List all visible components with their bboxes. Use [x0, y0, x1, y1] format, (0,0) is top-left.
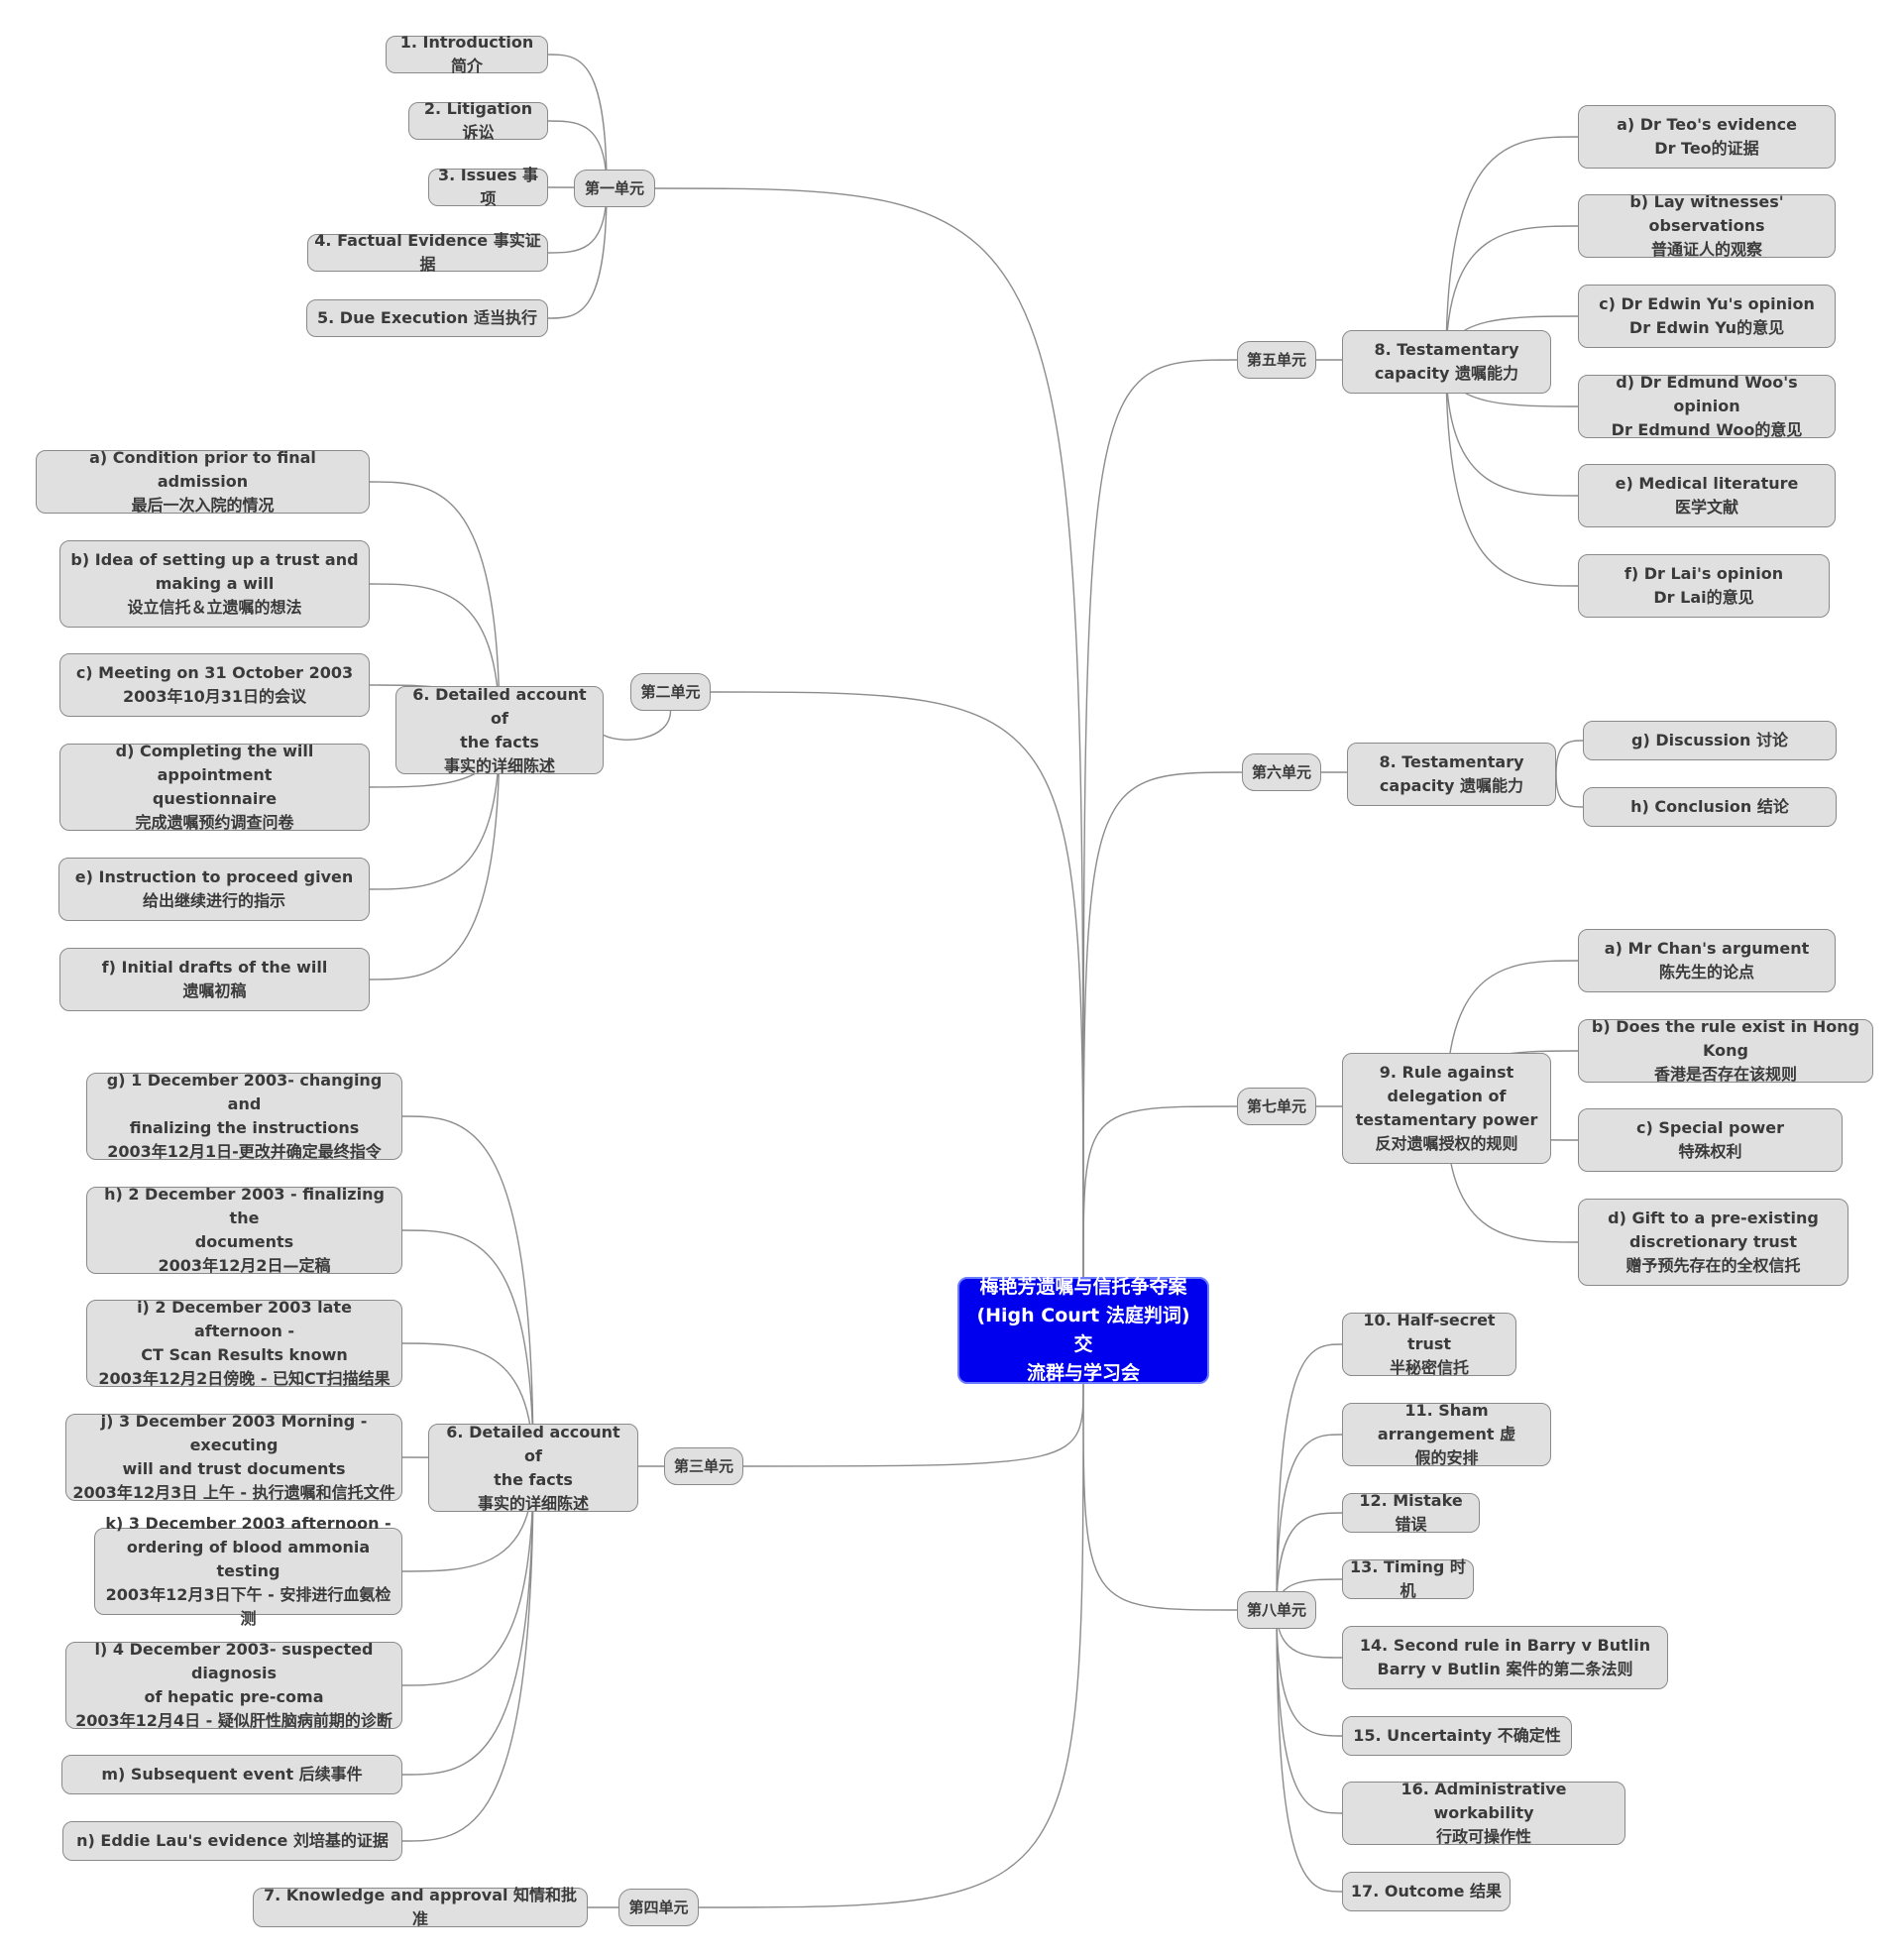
facts-a-condition-prior-admission[interactable]: a) Condition prior to final admission 最后… — [36, 448, 370, 515]
edge-unit-8-label-topic-uncertainty — [1276, 1609, 1343, 1737]
delegation-d-gift-to-trust[interactable]: d) Gift to a pre-existing discretionary … — [1578, 1199, 1848, 1286]
unit-7-hub-rule-against-delegation[interactable]: 9. Rule against delegation of testamenta… — [1342, 1053, 1551, 1164]
facts-f-initial-drafts[interactable]: f) Initial drafts of the will 遗嘱初稿 — [59, 948, 370, 1011]
unit-4-label[interactable]: 第四单元 — [618, 1889, 699, 1926]
unit-6-label[interactable]: 第六单元 — [1242, 753, 1321, 791]
edge-unit-6-hub-testamentary-capacity-capacity-g-discussion — [1555, 740, 1584, 775]
unit-5-label[interactable]: 第五单元 — [1237, 341, 1316, 379]
unit-3-hub-detailed-facts[interactable]: 6. Detailed account of the facts 事实的详细陈述 — [428, 1423, 638, 1513]
edge-unit-1-label-topic-factual-evidence — [547, 187, 608, 254]
edge-unit-5-hub-testamentary-capacity-capacity-e-medical-literature — [1445, 361, 1579, 497]
facts-m-subsequent-event[interactable]: m) Subsequent event 后续事件 — [61, 1755, 402, 1794]
facts-n-eddie-lau-evidence[interactable]: n) Eddie Lau's evidence 刘培基的证据 — [62, 1821, 402, 1861]
edge-root-unit-6-label — [1082, 771, 1243, 1278]
unit-8-label[interactable]: 第八单元 — [1237, 1591, 1316, 1629]
edge-unit-3-hub-detailed-facts-facts-m-subsequent-event — [401, 1467, 534, 1776]
edge-unit2-hub — [603, 710, 672, 741]
edge-unit-3-hub-detailed-facts-facts-n-eddie-lau-evidence — [401, 1467, 534, 1842]
topic-litigation[interactable]: 2. Litigation 诉讼 — [408, 99, 548, 142]
edge-unit-5-hub-testamentary-capacity-capacity-f-dr-lai-opinion — [1445, 361, 1579, 587]
facts-c-meeting-31-oct-2003[interactable]: c) Meeting on 31 October 2003 2003年10月31… — [59, 653, 370, 717]
edge-root-unit-5-label — [1082, 359, 1238, 1278]
facts-b-trust-and-will-idea[interactable]: b) Idea of setting up a trust and making… — [59, 540, 370, 628]
edge-unit-5-hub-testamentary-capacity-capacity-b-lay-witnesses — [1445, 225, 1579, 363]
topic-second-rule-barry-v-butlin[interactable]: 14. Second rule in Barry v Butlin Barry … — [1342, 1626, 1668, 1689]
delegation-a-mr-chan-argument[interactable]: a) Mr Chan's argument 陈先生的论点 — [1578, 929, 1836, 992]
edge-root-unit-8-label — [1082, 1383, 1238, 1611]
facts-g-1-dec-2003[interactable]: g) 1 December 2003- changing and finaliz… — [86, 1071, 402, 1161]
edge-unit-2-hub-detailed-facts-facts-a-condition-prior-admission — [369, 481, 501, 731]
capacity-f-dr-lai-opinion[interactable]: f) Dr Lai's opinion Dr Lai的意见 — [1578, 554, 1830, 618]
edge-unit-8-label-topic-mistake — [1276, 1512, 1343, 1611]
topic-mistake[interactable]: 12. Mistake 错误 — [1342, 1491, 1480, 1534]
capacity-c-dr-edwin-yu[interactable]: c) Dr Edwin Yu's opinion Dr Edwin Yu的意见 — [1578, 285, 1836, 348]
edge-root-unit-2-label — [710, 691, 1084, 1278]
edge-root-unit-7-label — [1082, 1105, 1238, 1278]
edge-unit-1-label-topic-litigation — [547, 120, 608, 189]
topic-administrative-workability[interactable]: 16. Administrative workability 行政可操作性 — [1342, 1780, 1625, 1846]
edge-unit-3-hub-detailed-facts-facts-l-4-dec-2003 — [401, 1467, 534, 1686]
capacity-a-dr-teo-evidence[interactable]: a) Dr Teo's evidence Dr Teo的证据 — [1578, 105, 1836, 169]
topic-timing[interactable]: 13. Timing 时机 — [1342, 1557, 1474, 1600]
edge-root-unit-4-label — [698, 1383, 1084, 1908]
topic-knowledge-and-approval[interactable]: 7. Knowledge and approval 知情和批准 — [253, 1886, 588, 1928]
facts-l-4-dec-2003[interactable]: l) 4 December 2003- suspected diagnosis … — [65, 1640, 402, 1730]
topic-outcome[interactable]: 17. Outcome 结果 — [1342, 1872, 1511, 1911]
edge-root-unit-3-label — [742, 1383, 1084, 1467]
edge-unit-8-label-topic-outcome — [1276, 1609, 1343, 1893]
unit-6-hub-testamentary-capacity[interactable]: 8. Testamentary capacity 遗嘱能力 — [1347, 743, 1556, 806]
facts-h-2-dec-2003[interactable]: h) 2 December 2003 - finalizing the docu… — [86, 1185, 402, 1275]
facts-e-instruction-to-proceed[interactable]: e) Instruction to proceed given 给出继续进行的指… — [58, 858, 370, 921]
edge-unit-3-hub-detailed-facts-facts-g-1-dec-2003 — [401, 1115, 534, 1468]
edge-unit-3-hub-detailed-facts-facts-h-2-dec-2003 — [401, 1229, 534, 1468]
capacity-g-discussion[interactable]: g) Discussion 讨论 — [1583, 721, 1837, 760]
unit-3-label[interactable]: 第三单元 — [664, 1447, 743, 1485]
edge-unit-8-label-topic-administrative-workability — [1276, 1609, 1343, 1814]
unit-5-hub-testamentary-capacity[interactable]: 8. Testamentary capacity 遗嘱能力 — [1342, 330, 1551, 394]
edge-unit-1-label-topic-due-execution — [547, 187, 608, 319]
edge-unit-5-hub-testamentary-capacity-capacity-a-dr-teo-evidence — [1445, 136, 1579, 363]
delegation-b-rule-in-hong-kong[interactable]: b) Does the rule exist in Hong Kong 香港是否… — [1578, 1017, 1873, 1084]
capacity-d-dr-edmund-woo[interactable]: d) Dr Edmund Woo's opinion Dr Edmund Woo… — [1578, 373, 1836, 439]
facts-j-3-dec-2003-morning[interactable]: j) 3 December 2003 Morning - executing w… — [65, 1412, 402, 1502]
unit-7-label[interactable]: 第七单元 — [1237, 1088, 1316, 1125]
unit-2-hub-detailed-facts[interactable]: 6. Detailed account of the facts 事实的详细陈述 — [395, 685, 604, 775]
edge-unit-8-label-topic-sham-arrangement — [1276, 1434, 1343, 1611]
topic-due-execution[interactable]: 5. Due Execution 适当执行 — [306, 299, 548, 337]
facts-i-2-dec-2003-ct-scan[interactable]: i) 2 December 2003 late afternoon - CT S… — [86, 1298, 402, 1388]
delegation-c-special-power[interactable]: c) Special power 特殊权利 — [1578, 1108, 1843, 1172]
topic-sham-arrangement[interactable]: 11. Sham arrangement 虚 假的安排 — [1342, 1401, 1551, 1467]
edge-unit-6-hub-testamentary-capacity-capacity-h-conclusion — [1555, 773, 1584, 808]
capacity-e-medical-literature[interactable]: e) Medical literature 医学文献 — [1578, 464, 1836, 527]
root-topic[interactable]: 梅艳芳遗嘱与信托争夺案 (High Court 法庭判词) 交 流群与学习会 — [957, 1276, 1209, 1384]
edge-unit-8-label-topic-half-secret-trust — [1276, 1343, 1343, 1611]
edge-unit-2-hub-detailed-facts-facts-e-instruction-to-proceed — [369, 730, 501, 890]
unit-1-label[interactable]: 第一单元 — [574, 170, 655, 207]
edge-unit-2-hub-detailed-facts-facts-b-trust-and-will-idea — [369, 583, 501, 731]
capacity-h-conclusion[interactable]: h) Conclusion 结论 — [1583, 787, 1837, 827]
facts-k-3-dec-2003-afternoon[interactable]: k) 3 December 2003 afternoon - ordering … — [94, 1514, 402, 1628]
capacity-b-lay-witnesses[interactable]: b) Lay witnesses' observations 普通证人的观察 — [1578, 192, 1836, 259]
topic-uncertainty[interactable]: 15. Uncertainty 不确定性 — [1342, 1716, 1572, 1756]
edge-root-unit-1-label — [654, 187, 1084, 1278]
edge-unit-1-label-topic-introduction — [547, 54, 608, 189]
unit-2-label[interactable]: 第二单元 — [630, 673, 711, 711]
edge-unit-2-hub-detailed-facts-facts-f-initial-drafts — [369, 730, 501, 980]
topic-introduction[interactable]: 1. Introduction 简介 — [386, 33, 548, 75]
topic-half-secret-trust[interactable]: 10. Half-secret trust 半秘密信托 — [1342, 1311, 1516, 1377]
facts-d-will-questionnaire[interactable]: d) Completing the will appointment quest… — [59, 742, 370, 832]
topic-issues[interactable]: 3. Issues 事项 — [428, 166, 548, 208]
topic-factual-evidence[interactable]: 4. Factual Evidence 事实证据 — [307, 231, 548, 274]
